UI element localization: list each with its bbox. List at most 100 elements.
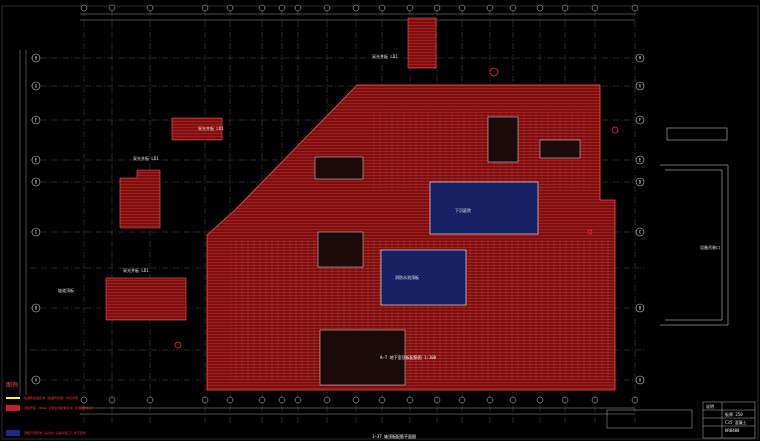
axis-bubble-label: B xyxy=(35,306,38,311)
axis-bubble-top xyxy=(631,4,639,12)
axis-bubble-C: C xyxy=(31,227,41,237)
detail-table xyxy=(606,401,756,439)
axis-bubble-top xyxy=(294,4,302,12)
axis-bubble-bottom xyxy=(509,396,517,404)
axis-bubble-top xyxy=(433,4,441,12)
axis-bubble-label: F xyxy=(639,118,642,123)
note-label-8: 设备吊装口 xyxy=(700,245,720,250)
axis-bubble-label: G xyxy=(639,84,642,89)
axis-bubble-top xyxy=(146,4,154,12)
axis-bubble-bottom xyxy=(631,396,639,404)
axis-bubble-right-C: C xyxy=(635,227,645,237)
axis-bubble-top xyxy=(591,4,599,12)
axis-bubble-right-G: G xyxy=(635,81,645,91)
legend-item-3-text: 顶板开洞区域（采光井/设备吊装口）详见建筑 xyxy=(24,431,86,435)
axis-bubble-label: C xyxy=(639,230,642,235)
legend-item-2-text: 顶板厚度 250mm 双层双向配筋区域 详见图中标注 xyxy=(24,406,93,410)
axis-bubble-top xyxy=(406,4,414,12)
legend-item-1-text: 板面筋加强区域（板面附加筋）详见说明 xyxy=(24,396,79,400)
axis-bubble-bottom xyxy=(323,396,331,404)
note-label-1: 采光井板 LD1 xyxy=(372,54,398,59)
table-row-2: C35 混凝土 xyxy=(725,420,747,425)
note-label-2: 采光井板 LD1 xyxy=(198,126,224,131)
legend-item-3 xyxy=(6,430,20,436)
drawing-title-secondary: A—T 地下室顶板配筋图 1:100 xyxy=(380,355,437,360)
opening-large-1 xyxy=(429,181,539,235)
axis-bubble-bottom xyxy=(561,396,569,404)
axis-bubble-top xyxy=(80,4,88,12)
stair-cores xyxy=(314,116,581,386)
axis-bubble-bottom xyxy=(146,396,154,404)
axis-bubble-bottom xyxy=(486,396,494,404)
note-label-5: 坡道顶板 xyxy=(58,288,74,293)
axis-bubble-top xyxy=(108,4,116,12)
red-markers xyxy=(174,67,619,349)
satellite-slabs xyxy=(105,17,437,321)
axis-bubble-bottom xyxy=(226,396,234,404)
axis-bubble-bottom xyxy=(378,396,386,404)
axis-bubble-top xyxy=(323,4,331,12)
axis-bubble-bottom xyxy=(406,396,414,404)
axis-bubble-bottom xyxy=(294,396,302,404)
opening-large-2 xyxy=(380,249,467,306)
slab-openings xyxy=(380,181,539,306)
axis-bubble-right-B: B xyxy=(635,303,645,313)
axis-bubble-top xyxy=(458,4,466,12)
axis-bubble-bottom xyxy=(352,396,360,404)
axis-bubble-right-F: F xyxy=(635,115,645,125)
axis-bubble-B: B xyxy=(31,303,41,313)
axis-bubble-label: H xyxy=(639,56,642,61)
dimension-lines xyxy=(19,13,635,415)
legend-item-2 xyxy=(6,405,20,411)
axis-bubble-top xyxy=(258,4,266,12)
axis-bubble-top xyxy=(378,4,386,12)
axis-bubble-top xyxy=(486,4,494,12)
axis-bubble-right-D: D xyxy=(635,177,645,187)
axis-bubble-bottom xyxy=(278,396,286,404)
axis-bubble-top xyxy=(226,4,234,12)
drawing-title: 1—37 轴顶板配筋平面图 xyxy=(372,434,417,439)
note-label-6: 下沉庭院 xyxy=(455,208,471,213)
axis-bubble-right-E: E xyxy=(635,155,645,165)
axis-bubble-label: D xyxy=(639,180,642,185)
axis-bubble-label: B xyxy=(639,306,642,311)
axis-bubble-bottom xyxy=(536,396,544,404)
axis-bubble-top xyxy=(201,4,209,12)
axis-bubble-D: D xyxy=(31,177,41,187)
axis-bubble-top xyxy=(561,4,569,12)
note-label-7: 消防水池顶板 xyxy=(395,275,419,280)
axis-bubble-label: F xyxy=(35,118,38,123)
axis-bubble-top xyxy=(352,4,360,12)
axis-bubble-bottom xyxy=(258,396,266,404)
axis-bubble-label: A xyxy=(639,378,642,383)
axis-bubble-top xyxy=(278,4,286,12)
axis-bubble-E: E xyxy=(31,155,41,165)
axis-bubble-top xyxy=(509,4,517,12)
legend-heading: 图例 xyxy=(6,382,19,389)
axis-bubble-top xyxy=(536,4,544,12)
legend-item-1 xyxy=(6,397,20,399)
axis-bubble-right-H: H xyxy=(635,53,645,63)
axis-bubble-bottom xyxy=(433,396,441,404)
axis-bubble-bottom xyxy=(108,396,116,404)
axis-bubble-label: E xyxy=(35,158,38,163)
axis-bubble-bottom xyxy=(458,396,466,404)
axis-bubble-bottom xyxy=(80,396,88,404)
right-annotation xyxy=(660,127,729,326)
axis-bubble-F: F xyxy=(31,115,41,125)
axis-bubble-label: G xyxy=(35,84,38,89)
note-label-4: 采光井板 LD1 xyxy=(123,268,149,273)
note-label-3: 采光井板 LD1 xyxy=(133,156,159,161)
axis-bubble-G: G xyxy=(31,81,41,91)
axis-bubble-label: A xyxy=(35,378,38,383)
main-roof-slab xyxy=(206,84,616,391)
axis-bubble-A: A xyxy=(31,375,41,385)
table-header: 说明 xyxy=(706,404,714,409)
axis-bubble-bottom xyxy=(591,396,599,404)
table-row-3: HRB400 xyxy=(725,428,740,433)
axis-bubble-label: C xyxy=(35,230,38,235)
axis-bubble-bottom xyxy=(201,396,209,404)
axis-bubble-right-A: A xyxy=(635,375,645,385)
